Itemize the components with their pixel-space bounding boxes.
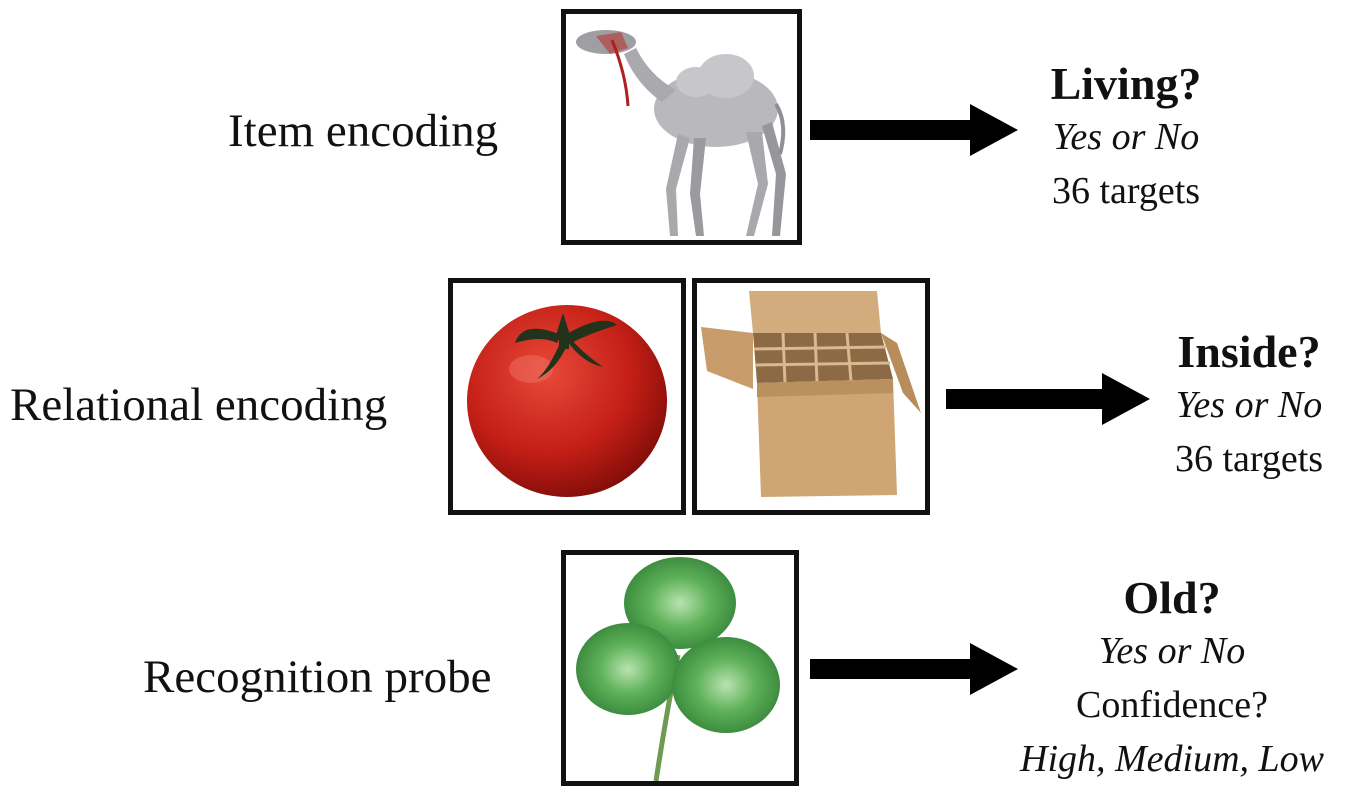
recognition-probe-label: Recognition probe <box>143 651 492 703</box>
camel-image-frame <box>561 9 802 245</box>
relational-encoding-arrow <box>946 373 1150 425</box>
relational-encoding-response: Inside? Yes or No 36 targets <box>1140 326 1358 486</box>
box-image-frame <box>692 278 930 515</box>
confidence-question: Confidence? <box>1075 684 1269 726</box>
yes-or-no-answer: Yes or No <box>1052 116 1200 158</box>
relational-encoding-label: Relational encoding <box>10 379 388 431</box>
recognition-probe-response: Old? Yes or No Confidence? High, Medium,… <box>986 572 1358 786</box>
yes-or-no-answer: Yes or No <box>1098 630 1246 672</box>
old-question: Old? <box>1123 572 1221 623</box>
living-question: Living? <box>1050 58 1202 109</box>
targets-count: 36 targets <box>1174 438 1324 480</box>
tomato-image-frame <box>448 278 686 515</box>
yes-or-no-answer: Yes or No <box>1175 384 1323 426</box>
targets-count: 36 targets <box>1051 170 1201 212</box>
cardboard-box-icon <box>701 291 921 497</box>
item-encoding-response: Living? Yes or No 36 targets <box>1000 58 1252 218</box>
clover-image-frame <box>561 550 799 786</box>
item-encoding-arrow <box>810 104 1018 156</box>
recognition-probe-arrow <box>810 643 1018 695</box>
clover-leaf-icon <box>576 557 780 781</box>
camel-icon <box>576 30 786 236</box>
tomato-icon <box>467 305 667 497</box>
confidence-options: High, Medium, Low <box>1020 738 1324 780</box>
inside-question: Inside? <box>1177 326 1321 377</box>
item-encoding-label: Item encoding <box>228 105 499 157</box>
